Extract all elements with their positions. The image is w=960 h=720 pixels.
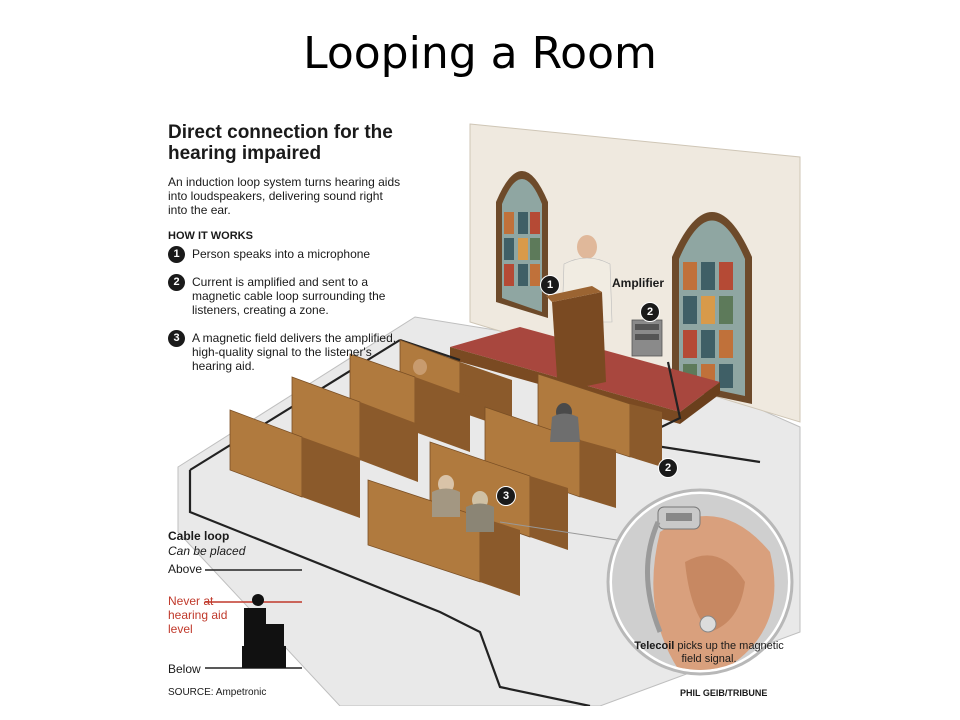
telecoil-callout [499,488,794,676]
marker-listener: 3 [496,486,516,506]
ear-closeup-icon [612,494,788,670]
intro-text: An induction loop system turns hearing a… [168,175,401,217]
step-text: A magnetic field delivers the amplified,… [192,331,397,373]
cable-placement-diagram [205,569,302,669]
marker-loop: 2 [658,458,678,478]
lectern [546,286,606,392]
step-text: Current is amplified and sent to a magne… [192,275,386,317]
stained-glass-window-left [496,171,548,318]
telecoil-caption: Telecoil picks up the magnetic field sig… [634,640,784,666]
level-above-label: Above [168,562,203,576]
seated-listeners [413,359,580,532]
seated-silhouette-icon [242,594,286,668]
telecoil-term: Telecoil [634,640,675,652]
level-below-label: Below [168,662,201,676]
marker-speaker: 1 [540,275,560,295]
step-text: Person speaks into a microphone [192,247,371,261]
level-never-label: Never at hearing aid level [168,594,228,636]
cable-loop-title: Cable loop [168,529,230,543]
step-number: 2 [168,274,185,291]
telecoil-description: picks up the magnetic field signal. [674,640,784,665]
slide-title: Looping a Room [303,28,657,79]
artist-credit: PHIL GEIB/TRIBUNE [680,688,768,698]
cable-loop-subtitle: Can be placed [168,544,246,558]
headline: Direct connection for the hearing impair… [168,122,393,164]
stained-glass-window-right [672,212,752,404]
church-illustration [177,123,801,706]
step-number: 1 [168,246,185,263]
source-credit: SOURCE: Ampetronic [168,687,267,698]
how-it-works-heading: HOW IT WORKS [168,230,253,242]
pew-group [229,339,662,596]
amplifier-rack [631,319,663,357]
step-number: 3 [168,330,185,347]
infographic: Direct connection for the hearing impair… [160,112,810,706]
marker-amplifier: 2 [640,302,660,322]
amplifier-label: Amplifier [612,276,665,290]
